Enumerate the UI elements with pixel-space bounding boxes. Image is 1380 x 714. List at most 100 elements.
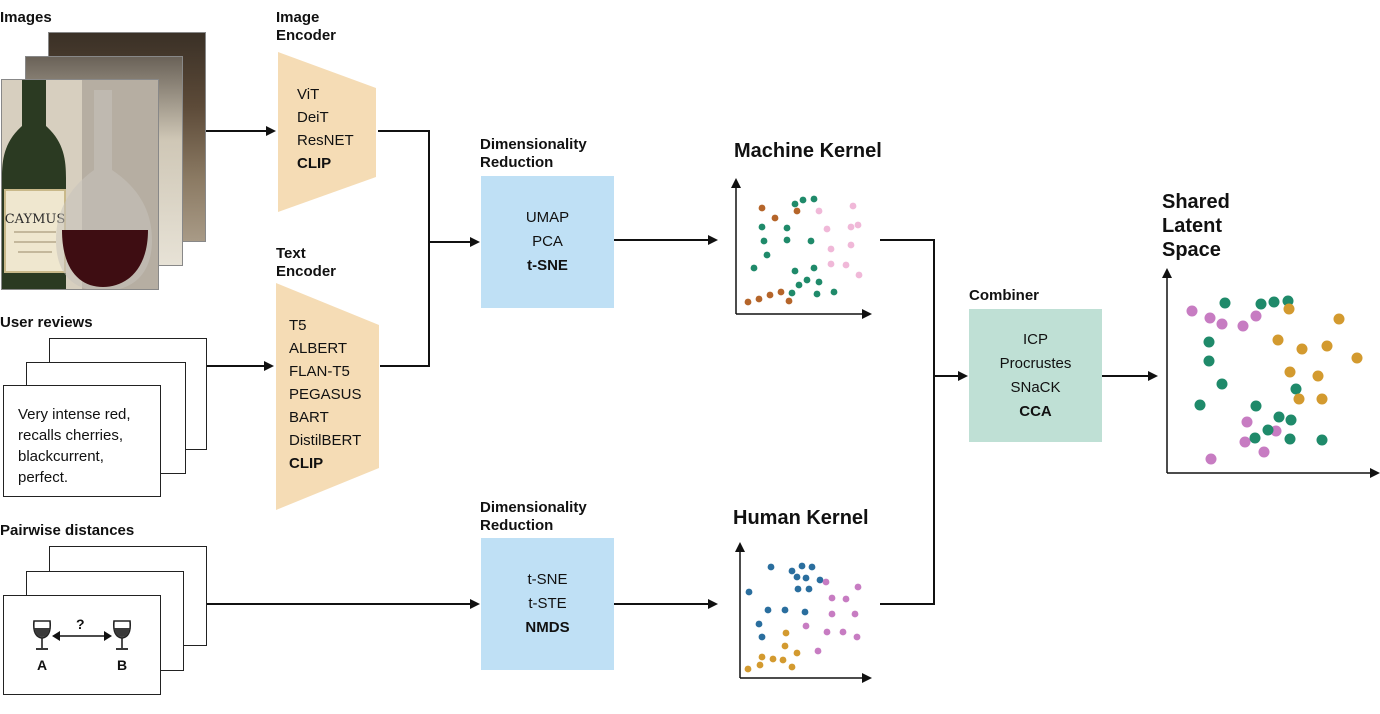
encoder-item: DistilBERT bbox=[289, 432, 362, 449]
point bbox=[813, 290, 821, 298]
point bbox=[855, 271, 863, 279]
point bbox=[827, 245, 835, 253]
point bbox=[802, 574, 810, 582]
point bbox=[1272, 334, 1284, 346]
combiner-box: ICP Procrustes SNaCK CCA bbox=[969, 309, 1102, 442]
shared-space-points bbox=[1186, 295, 1363, 465]
point bbox=[795, 281, 803, 289]
point bbox=[798, 562, 806, 570]
shared-title-line: Latent bbox=[1162, 215, 1222, 237]
point bbox=[782, 629, 790, 637]
combiner-item-bold: CCA bbox=[1019, 402, 1052, 420]
pairwise-label-a: A bbox=[37, 657, 48, 673]
dimred-human-box: t-SNE t-STE NMDS bbox=[481, 538, 614, 670]
dimred-machine-box: UMAP PCA t-SNE bbox=[481, 176, 614, 308]
point bbox=[1255, 298, 1267, 310]
point bbox=[854, 221, 862, 229]
dimred-item-bold: NMDS bbox=[525, 619, 570, 636]
point bbox=[816, 576, 824, 584]
dimred-item: PCA bbox=[532, 233, 563, 250]
point bbox=[849, 202, 857, 210]
point bbox=[1316, 434, 1328, 446]
point bbox=[842, 261, 850, 269]
point bbox=[755, 295, 763, 303]
point bbox=[1296, 343, 1308, 355]
point bbox=[815, 207, 823, 215]
point bbox=[1205, 453, 1217, 465]
text-encoder-list: T5 ALBERT FLAN-T5 PEGASUS BART DistilBER… bbox=[289, 314, 362, 475]
point bbox=[823, 225, 831, 233]
point bbox=[1186, 305, 1198, 317]
point bbox=[1283, 303, 1295, 315]
point bbox=[758, 633, 766, 641]
pairwise-title: Pairwise distances bbox=[0, 522, 135, 539]
point bbox=[781, 606, 789, 614]
point bbox=[1204, 312, 1216, 324]
point bbox=[1351, 352, 1363, 364]
encoder-item-bold: CLIP bbox=[297, 155, 332, 172]
point bbox=[827, 260, 835, 268]
point bbox=[788, 663, 796, 671]
point bbox=[1249, 432, 1261, 444]
encoder-item-bold: CLIP bbox=[289, 455, 324, 472]
combiner-item: SNaCK bbox=[1010, 378, 1061, 396]
point bbox=[783, 236, 791, 244]
point bbox=[1282, 295, 1294, 307]
point bbox=[767, 563, 775, 571]
point bbox=[1258, 446, 1270, 458]
point bbox=[758, 204, 766, 212]
image-encoder-title: Image Encoder bbox=[276, 9, 337, 44]
point bbox=[805, 585, 813, 593]
point bbox=[1284, 366, 1296, 378]
point bbox=[791, 200, 799, 208]
svg-text:CAYMUS: CAYMUS bbox=[5, 212, 66, 227]
wine-photo-illustration: CAYMUS bbox=[2, 80, 158, 289]
point bbox=[766, 291, 774, 299]
shared-title-line: Space bbox=[1162, 239, 1221, 261]
wine-glass-b-icon bbox=[112, 620, 132, 650]
point bbox=[1237, 320, 1249, 332]
point bbox=[1194, 399, 1206, 411]
point bbox=[854, 583, 862, 591]
point bbox=[1333, 313, 1345, 325]
dimred-human-title: Dimensionality Reduction bbox=[480, 499, 587, 534]
point bbox=[851, 610, 859, 618]
pairwise-question: ? bbox=[76, 616, 85, 632]
point bbox=[1203, 355, 1215, 367]
point bbox=[785, 297, 793, 305]
dimred-item-bold: t-SNE bbox=[527, 257, 568, 274]
point bbox=[803, 276, 811, 284]
point bbox=[793, 573, 801, 581]
encoder-item: ALBERT bbox=[289, 340, 348, 357]
point bbox=[794, 585, 802, 593]
combiner-item: Procrustes bbox=[999, 354, 1072, 372]
point bbox=[1270, 425, 1282, 437]
shared-space-title: Shared Latent Space bbox=[1162, 190, 1230, 262]
connector-encoders-merge bbox=[378, 130, 430, 367]
point bbox=[808, 563, 816, 571]
point bbox=[788, 567, 796, 575]
machine-kernel-title: Machine Kernel bbox=[734, 140, 882, 162]
point bbox=[755, 620, 763, 628]
review-text: Very intense red, recalls cherries, blac… bbox=[18, 406, 131, 486]
point bbox=[1268, 296, 1280, 308]
point bbox=[1216, 318, 1228, 330]
point bbox=[1290, 383, 1302, 395]
point bbox=[802, 622, 810, 630]
point bbox=[828, 594, 836, 602]
point bbox=[745, 588, 753, 596]
point bbox=[781, 642, 789, 650]
point bbox=[760, 237, 768, 245]
point bbox=[758, 223, 766, 231]
point bbox=[791, 267, 799, 275]
point bbox=[799, 196, 807, 204]
human-kernel-points bbox=[744, 562, 862, 673]
point bbox=[1250, 310, 1262, 322]
human-kernel-title: Human Kernel bbox=[733, 507, 869, 529]
point bbox=[847, 241, 855, 249]
point bbox=[823, 628, 831, 636]
point bbox=[783, 224, 791, 232]
encoder-item: ViT bbox=[297, 86, 320, 103]
pairwise-card-front: ? A B bbox=[3, 595, 161, 695]
point bbox=[830, 288, 838, 296]
